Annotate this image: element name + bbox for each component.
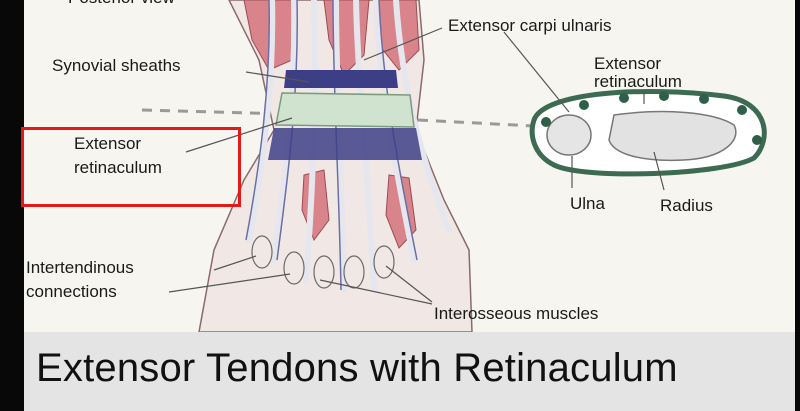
caption-bar: Extensor Tendons with Retinaculum — [24, 332, 795, 411]
extensor-retinaculum-band — [276, 93, 414, 127]
label-intertendinous-line1: Intertendinous — [26, 258, 134, 278]
label-interosseous-muscles: Interosseous muscles — [434, 304, 598, 324]
label-posterior-view: Posterior view — [68, 0, 175, 8]
synovial-sheath-band-lower — [268, 128, 422, 160]
dashed-section-line-right — [418, 120, 534, 126]
label-radius: Radius — [660, 196, 713, 216]
label-intertendinous-line2: connections — [26, 282, 117, 302]
label-synovial-sheaths: Synovial sheaths — [52, 56, 181, 76]
wrist-cross-section — [532, 91, 764, 174]
leader-extensor-carpi-ulnaris-xsection — [504, 32, 569, 112]
ulna-bone — [547, 115, 591, 155]
caption-title: Extensor Tendons with Retinaculum — [36, 346, 678, 391]
right-border — [795, 0, 800, 411]
label-extensor-retinaculum-right-line2: retinaculum — [594, 72, 682, 92]
label-extensor-carpi-ulnaris: Extensor carpi ulnaris — [448, 16, 611, 36]
radius-bone — [609, 112, 736, 161]
highlight-box-extensor-retinaculum — [21, 127, 241, 207]
synovial-sheath-band — [284, 70, 398, 88]
label-extensor-retinaculum-right-line1: Extensor — [594, 54, 661, 74]
label-ulna: Ulna — [570, 194, 605, 214]
